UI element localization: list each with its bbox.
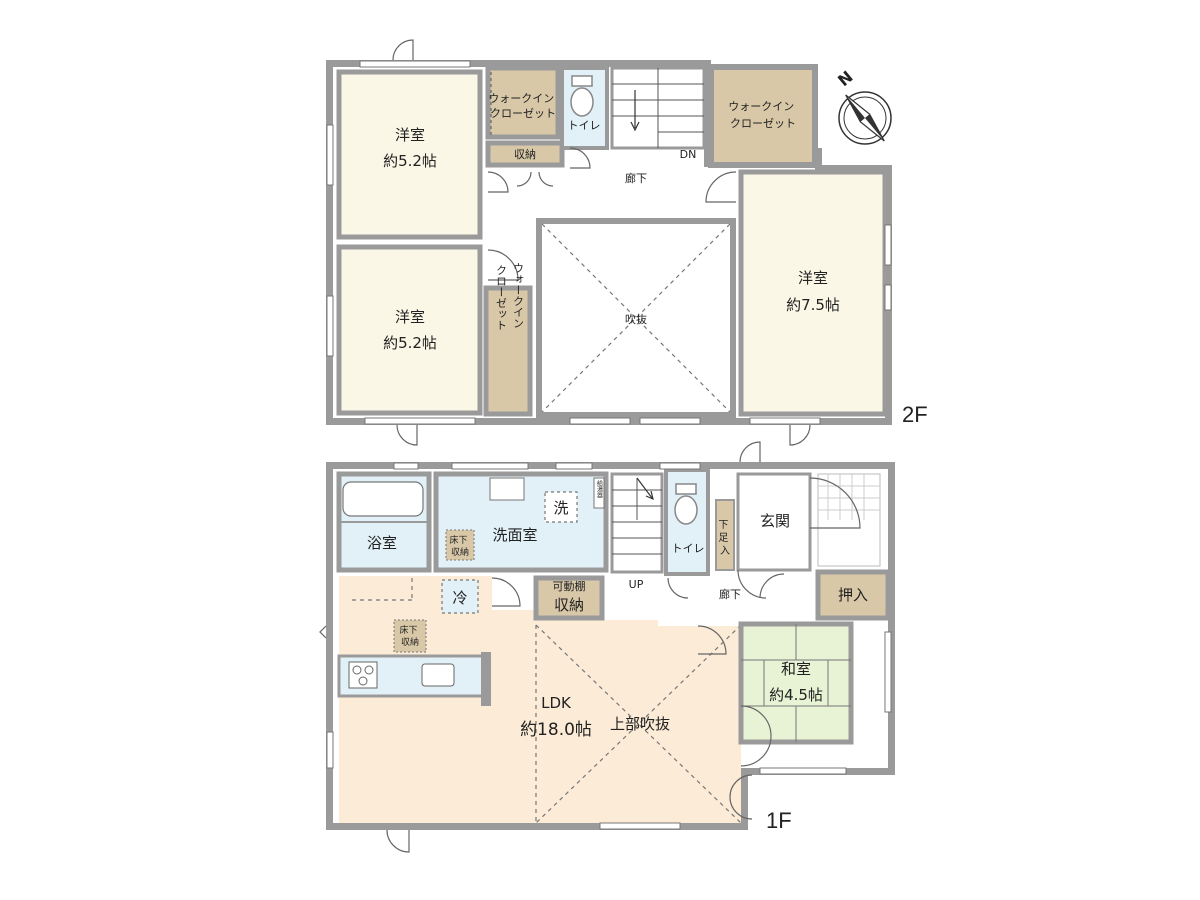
vanity-icon bbox=[489, 477, 525, 501]
stairs-2f[interactable] bbox=[610, 66, 706, 150]
underfloor-storage-kitchen-line1: 床下 bbox=[400, 624, 418, 636]
shoe-storage[interactable] bbox=[715, 499, 735, 571]
room-west-top-name: 洋室 bbox=[395, 126, 425, 144]
floor2-label: 2F bbox=[902, 402, 928, 427]
wic-vertical-2f[interactable] bbox=[483, 285, 533, 417]
wic-right-label: ウォークイン クローゼット bbox=[728, 100, 798, 130]
shoe-storage-line3: 入 bbox=[720, 546, 730, 557]
underfloor-storage-wash-line2: 収納 bbox=[451, 546, 469, 558]
bath-label: 浴室 bbox=[367, 534, 397, 552]
room-east-name: 洋室 bbox=[798, 269, 828, 287]
room-west-bottom-name: 洋室 bbox=[395, 308, 425, 326]
stove-icon bbox=[348, 661, 378, 689]
floor-1: 冷 床下 収納 洗 給湯器 床下 収納 bbox=[319, 441, 895, 853]
water-heater[interactable] bbox=[593, 477, 605, 509]
wic-right-2f[interactable] bbox=[708, 64, 818, 168]
underfloor-storage-wash-line1: 床下 bbox=[450, 534, 468, 546]
room-east-2f[interactable] bbox=[738, 169, 888, 417]
wic-top-line2: クローゼット bbox=[490, 107, 556, 120]
room-west-bottom-size: 約5.2帖 bbox=[383, 334, 437, 352]
room-west-top-2f[interactable] bbox=[336, 69, 483, 240]
underfloor-storage-kitchen-label: 床下 収納 bbox=[400, 624, 421, 648]
ldk-name: LDK bbox=[541, 694, 572, 712]
room-west-bottom-2f[interactable] bbox=[336, 244, 483, 416]
stairs-up-label: UP bbox=[629, 578, 644, 591]
porch-tiles bbox=[817, 473, 881, 567]
washer[interactable] bbox=[544, 491, 578, 523]
wic-vertical-line1: ウォークイン bbox=[512, 262, 525, 328]
washroom-label: 洗面室 bbox=[492, 526, 537, 544]
storage-2f[interactable] bbox=[485, 140, 565, 168]
closet-oshiire[interactable] bbox=[815, 569, 891, 621]
wic-top-2f[interactable] bbox=[485, 65, 561, 140]
floor-2: 洋室 約5.2帖 洋室 約5.2帖 洋室 約7.5帖 ウォークイン クローゼット… bbox=[326, 39, 928, 446]
underfloor-storage-kitchen-line2: 収納 bbox=[401, 636, 419, 648]
wic-right-line2: クローゼット bbox=[730, 117, 796, 130]
wic-vertical-label: ウォークイン クローゼット bbox=[495, 262, 525, 332]
shoe-storage-line1: 下 bbox=[718, 520, 728, 531]
fridge-label: 冷 bbox=[452, 589, 467, 607]
entrance-label: 玄関 bbox=[760, 512, 790, 530]
ldk-size: 約18.0帖 bbox=[520, 720, 592, 740]
room-west-top-size: 約5.2帖 bbox=[383, 152, 437, 170]
toilet-2f-label: トイレ bbox=[568, 119, 601, 132]
fridge[interactable] bbox=[441, 579, 479, 614]
shoe-storage-line2: 足 bbox=[718, 532, 728, 544]
stairs-1f[interactable] bbox=[610, 472, 664, 574]
room-east-size: 約7.5帖 bbox=[786, 296, 840, 314]
void-2f bbox=[536, 218, 736, 418]
doors-1f bbox=[491, 477, 861, 767]
washer-label: 洗 bbox=[553, 499, 568, 517]
underfloor-storage-wash-label: 床下 収納 bbox=[450, 534, 471, 558]
wic-vertical-line2: クローゼット bbox=[495, 264, 508, 330]
windows-2f bbox=[326, 60, 892, 425]
tatami-room-size: 約4.5帖 bbox=[769, 686, 823, 704]
underfloor-storage-kitchen[interactable] bbox=[393, 619, 427, 653]
storage-2f-label: 収納 bbox=[514, 148, 536, 161]
windows-1f bbox=[326, 462, 892, 830]
toilet-bowl-icon bbox=[570, 87, 594, 117]
toilet-1f-bowl-icon bbox=[674, 495, 698, 525]
hallway-1f-label: 廊下 bbox=[719, 587, 741, 601]
tatami-room-name: 和室 bbox=[781, 660, 811, 678]
tatami-room[interactable] bbox=[738, 621, 854, 745]
stairs-dn-label: DN bbox=[680, 148, 697, 161]
toilet-1f-label: トイレ bbox=[672, 542, 705, 555]
underfloor-storage-wash[interactable] bbox=[445, 529, 475, 561]
wic-top-line1: ウォークイン bbox=[488, 92, 554, 105]
storage-1f-label: 収納 bbox=[554, 596, 584, 614]
shoe-storage-label: 下 足 入 bbox=[718, 520, 731, 557]
compass-north-label: N bbox=[834, 67, 856, 90]
oshiire-label: 押入 bbox=[838, 586, 868, 604]
ldk-1f[interactable] bbox=[339, 576, 741, 823]
sink-icon bbox=[421, 663, 455, 687]
movable-shelf-label: 可動棚 bbox=[553, 579, 586, 593]
wic-top-label: ウォークイン クローゼット bbox=[488, 92, 558, 120]
bathtub-icon bbox=[342, 481, 424, 517]
wic-right-line1: ウォークイン bbox=[728, 100, 794, 113]
upper-void-label: 上部吹抜 bbox=[610, 715, 670, 733]
hallway-2f-label: 廊下 bbox=[625, 171, 647, 185]
storage-movable-shelf[interactable] bbox=[533, 575, 605, 621]
exterior-doors-1f bbox=[319, 441, 761, 853]
balcony-doors-2f bbox=[392, 39, 811, 446]
compass: N bbox=[834, 67, 892, 145]
water-heater-label: 給湯器 bbox=[596, 479, 603, 499]
doors-2f bbox=[487, 147, 737, 281]
entrance-1f[interactable] bbox=[736, 472, 812, 572]
void-2f-label: 吹抜 bbox=[625, 312, 647, 326]
floor1-label: 1F bbox=[766, 808, 792, 833]
